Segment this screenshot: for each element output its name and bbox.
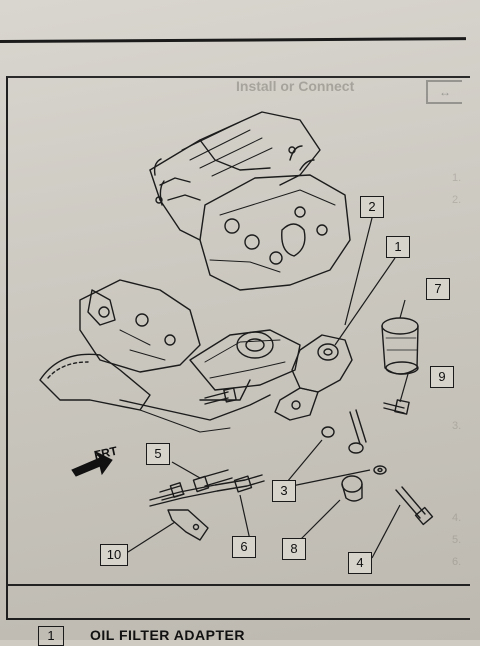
callout-5: 5 [146,443,170,465]
ghost-step-3: 3. [452,420,462,432]
legend-number-box: 1 [38,626,64,646]
ghost-step-2: 2. [452,194,462,206]
callout-1: 1 [386,236,410,258]
ghost-step-1: 1. [452,172,462,184]
ghost-step-6: 6. [452,556,462,568]
front-direction-arrow-icon [71,450,113,477]
callout-10: 10 [100,544,128,566]
section-title: Install or Connect [236,78,355,94]
ghost-step-5: 5. [452,534,462,546]
illustration-frame [6,76,470,620]
ghost-step-4: 4. [452,512,462,524]
callout-3: 3 [272,480,296,502]
callout-9: 9 [430,366,454,388]
bottom-rule [6,584,470,586]
install-arrows-icon: ↔ [426,80,462,104]
callout-2: 2 [360,196,384,218]
callout-8: 8 [282,538,306,560]
callout-4: 4 [348,552,372,574]
callout-7: 7 [426,278,450,300]
callout-6: 6 [232,536,256,558]
legend-label: OIL FILTER ADAPTER [90,627,245,643]
